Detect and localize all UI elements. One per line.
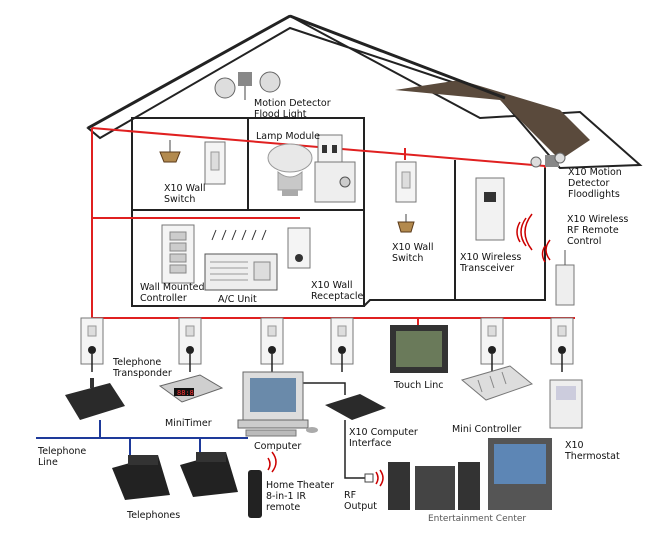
label-x10-wireless-transceiver: X10 Wireless Transceiver bbox=[460, 252, 522, 274]
house-roof-outline bbox=[86, 14, 643, 170]
label-x10-wall-switch-1: X10 Wall Switch bbox=[164, 183, 206, 205]
house-right-wall bbox=[363, 165, 546, 307]
label-x10-wireless-rf-remote: X10 Wireless RF Remote Control bbox=[567, 214, 629, 247]
x10-wall-receptacle-device bbox=[287, 227, 311, 269]
label-x10-computer-interface: X10 Computer Interface bbox=[349, 427, 418, 449]
telephone-device-2 bbox=[180, 452, 238, 497]
label-lamp-module: Lamp Module bbox=[256, 131, 320, 142]
x10-wireless-transceiver-device bbox=[475, 177, 505, 241]
x10-computer-interface-device bbox=[325, 394, 386, 420]
ac-unit-device bbox=[204, 229, 278, 291]
wall-outlet-icon bbox=[80, 317, 104, 372]
label-motion-flood-light: Motion Detector Flood Light bbox=[254, 98, 331, 120]
telephone-transponder-device bbox=[65, 378, 125, 420]
label-rf-output: RF Output bbox=[344, 490, 377, 512]
label-x10-motion-floodlights: X10 Motion Detector Floodlights bbox=[568, 167, 622, 200]
minitimer-device: 88:8 bbox=[158, 374, 224, 403]
computer-device bbox=[237, 371, 318, 437]
label-telephone-line: Telephone Line bbox=[38, 446, 87, 468]
label-mini-controller: Mini Controller bbox=[452, 424, 522, 435]
wall-outlet-icon bbox=[260, 317, 284, 372]
wall-outlet-icon bbox=[330, 317, 354, 372]
label-x10-wall-receptacle: X10 Wall Receptacle bbox=[311, 280, 364, 302]
wall-outlet-icon bbox=[480, 317, 504, 372]
x10-motion-floodlights-device bbox=[530, 152, 566, 168]
rf-output-icon bbox=[364, 473, 374, 483]
mini-controller-device bbox=[460, 365, 534, 401]
roof-shingles bbox=[395, 80, 590, 160]
label-minitimer: MiniTimer bbox=[165, 418, 212, 429]
x10-wireless-rf-remote-device bbox=[541, 239, 575, 306]
svg-text:88:8: 88:8 bbox=[177, 389, 194, 397]
telephone-device-1 bbox=[112, 455, 170, 500]
label-ac-unit: A/C Unit bbox=[218, 294, 257, 305]
motion-flood-light bbox=[214, 71, 281, 100]
home-theater-remote-device bbox=[248, 451, 277, 518]
table-lamp-icon bbox=[267, 143, 313, 196]
label-x10-thermostat: X10 Thermostat bbox=[565, 440, 620, 462]
entertainment-center-device bbox=[388, 438, 552, 510]
wall-outlet-icon bbox=[550, 317, 574, 372]
label-x10-wall-switch-2: X10 Wall Switch bbox=[392, 242, 434, 264]
ceiling-lamp-icon bbox=[159, 140, 181, 163]
label-telephones: Telephones bbox=[127, 510, 181, 521]
touch-linc-device bbox=[390, 325, 448, 373]
label-wall-mounted-controller: Wall Mounted Controller bbox=[140, 282, 205, 304]
label-home-theater-remote: Home Theater 8-in-1 IR remote bbox=[266, 480, 335, 513]
wall-outlet-icon bbox=[178, 317, 202, 372]
label-computer: Computer bbox=[254, 441, 302, 452]
label-entertainment-center: Entertainment Center bbox=[428, 514, 527, 524]
label-touch-linc: Touch Linc bbox=[394, 380, 444, 391]
label-telephone-transponder: Telephone Transponder bbox=[113, 357, 172, 379]
